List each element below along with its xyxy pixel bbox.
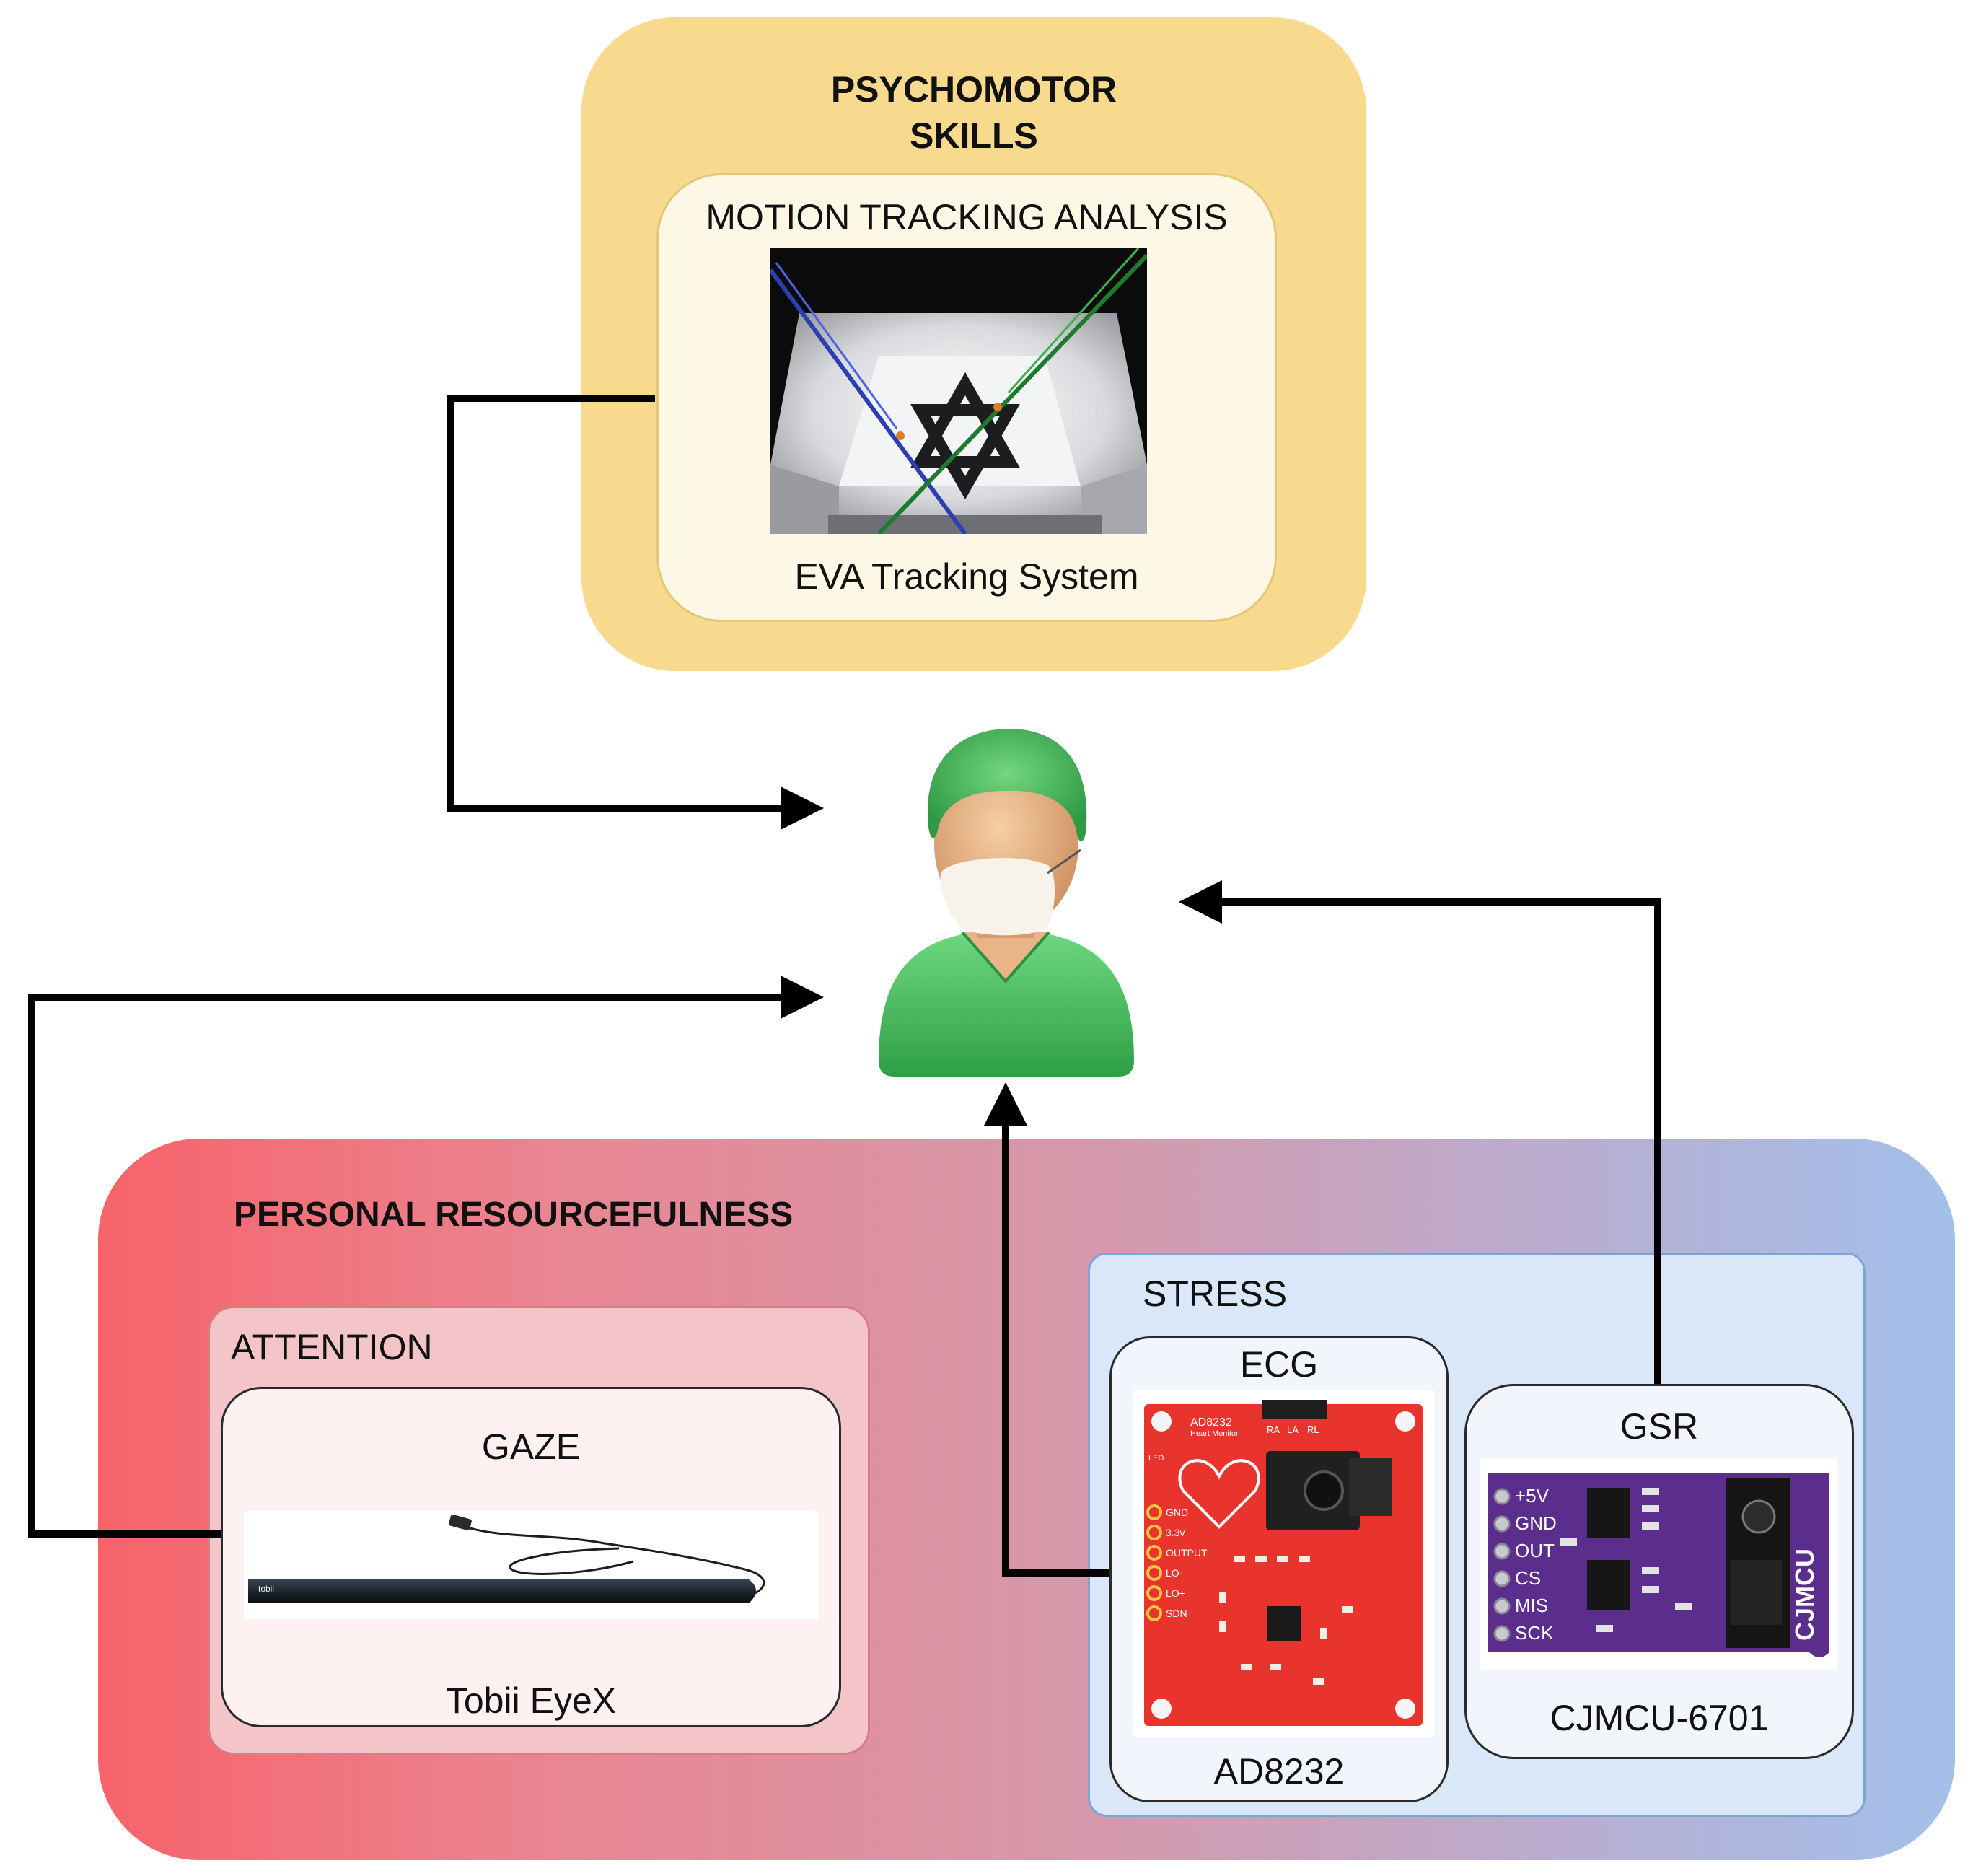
surgeon-avatar-icon [879, 729, 1134, 1077]
ad8232-electrode-la: LA [1287, 1424, 1299, 1435]
ad8232-electrode-rl: RL [1307, 1424, 1319, 1435]
cjmcu-pin-cs: CS [1515, 1567, 1541, 1589]
personal-resourcefulness-title: PERSONAL RESOURCEFULNESS [234, 1196, 794, 1234]
gsr-title: GSR [1620, 1406, 1699, 1447]
tobii-logo: tobii [258, 1584, 274, 1594]
ad8232-pin-output: OUTPUT [1166, 1547, 1208, 1559]
ad8232-pin-lo-minus: LO- [1166, 1567, 1183, 1579]
cjmcu-pin-5v: +5V [1515, 1485, 1550, 1507]
cjmcu-6701-board-image: +5V GND OUT CS MIS SCK CJMCU [1480, 1459, 1837, 1670]
ad8232-pin-sdn: SDN [1166, 1608, 1187, 1619]
eva-tracking-image [770, 248, 1147, 534]
gaze-title: GAZE [481, 1426, 581, 1467]
ad8232-board-image: AD8232 Heart Monitor RA LA RL LED GND 3.… [1133, 1390, 1434, 1737]
tobii-eyex-label: Tobii EyeX [445, 1680, 617, 1721]
psychomotor-title-line2: SKILLS [910, 115, 1038, 156]
arrow-gsr-to-surgeon [1179, 880, 1661, 1384]
motion-tracking-panel [656, 173, 1277, 622]
cjmcu-pin-mis: MIS [1515, 1595, 1548, 1616]
cjmcu-pin-gnd: GND [1515, 1512, 1557, 1534]
ad8232-label: AD8232 [1213, 1751, 1345, 1792]
arrow-gaze-to-surgeon [28, 976, 824, 1538]
ad8232-pin-3v3: 3.3v [1166, 1527, 1185, 1538]
cjmcu-brand: CJMCU [1790, 1548, 1819, 1641]
cjmcu-6701-label: CJMCU-6701 [1550, 1698, 1769, 1738]
arrow-psychomotor-to-surgeon [447, 395, 824, 830]
tobii-eyex-image: tobii [244, 1511, 818, 1619]
ad8232-electrode-ra: RA [1267, 1424, 1280, 1435]
cjmcu-pin-sck: SCK [1515, 1622, 1554, 1644]
psychomotor-skills-title: PSYCHOMOTOR SKILLS [581, 66, 1366, 159]
attention-title: ATTENTION [231, 1327, 433, 1367]
ad8232-led-label: LED [1148, 1454, 1164, 1463]
stress-title: STRESS [1143, 1274, 1288, 1314]
ad8232-pin-gnd: GND [1166, 1507, 1188, 1518]
cjmcu-pin-out: OUT [1515, 1540, 1555, 1561]
psychomotor-title-line1: PSYCHOMOTOR [830, 69, 1117, 110]
motion-tracking-title: MOTION TRACKING ANALYSIS [706, 197, 1228, 237]
eva-tracking-label: EVA Tracking System [794, 556, 1139, 597]
ad8232-board-name: AD8232 [1190, 1416, 1232, 1429]
ad8232-board-subtitle: Heart Monitor [1190, 1429, 1239, 1438]
ad8232-pin-lo-plus: LO+ [1166, 1587, 1185, 1599]
ecg-title: ECG [1239, 1344, 1319, 1385]
arrow-ecg-to-surgeon [984, 1082, 1109, 1577]
